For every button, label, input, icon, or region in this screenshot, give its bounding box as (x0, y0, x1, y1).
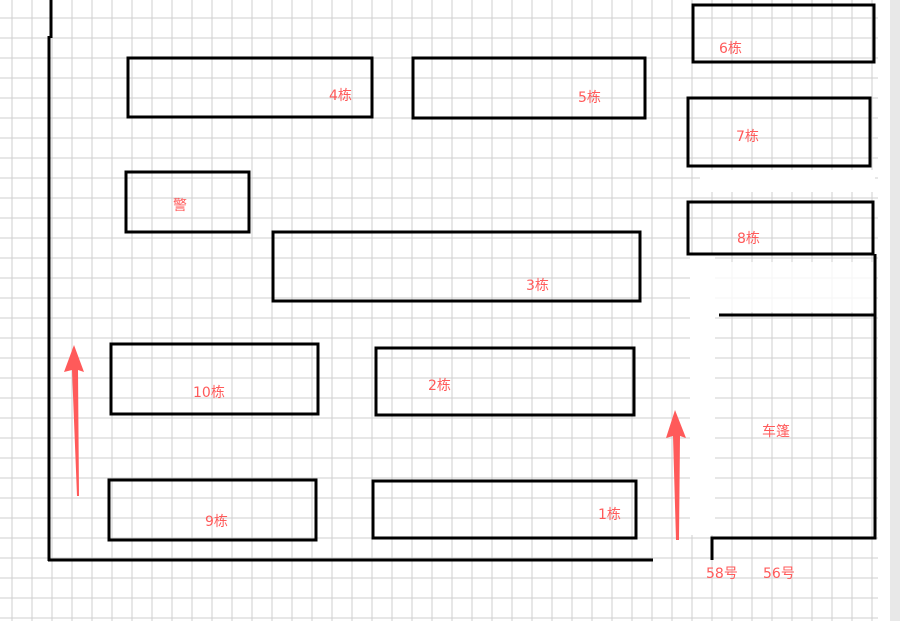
guard-house (124, 170, 251, 234)
building-4 (126, 56, 374, 119)
arrow-up-icon (64, 345, 84, 496)
guard-house-label: 警 (173, 198, 187, 214)
building-9-label: 9栋 (205, 513, 228, 530)
scroll-edge (890, 0, 900, 621)
building-2-label: 2栋 (428, 377, 451, 394)
building-1-label: 1栋 (598, 506, 621, 523)
building-7 (686, 96, 872, 168)
building-2 (374, 346, 636, 417)
building-7-label: 7栋 (736, 128, 759, 145)
building-9 (107, 478, 318, 542)
building-6-label: 6栋 (719, 40, 742, 57)
building-10-label: 10栋 (193, 384, 225, 401)
building-8 (686, 200, 875, 256)
building-6 (691, 3, 876, 64)
direction-arrows (64, 345, 686, 540)
building-8-label: 8栋 (737, 230, 760, 247)
building-4-label: 4栋 (329, 87, 352, 104)
building-10 (109, 342, 320, 416)
grid-gap (715, 262, 875, 312)
grid-gap (690, 255, 715, 535)
grid-gap (700, 170, 875, 192)
carport-label: 车篷 (762, 423, 790, 440)
address-56-label: 56号 (763, 566, 795, 582)
building-5 (411, 56, 647, 120)
address-58-label: 58号 (706, 566, 738, 582)
carport-wall (710, 254, 877, 560)
building-1 (371, 479, 638, 540)
arrow-up-icon (666, 410, 686, 540)
grid-paper (0, 0, 880, 621)
building-5-label: 5栋 (578, 89, 601, 106)
building-3 (271, 230, 642, 303)
building-3-label: 3栋 (526, 277, 549, 294)
